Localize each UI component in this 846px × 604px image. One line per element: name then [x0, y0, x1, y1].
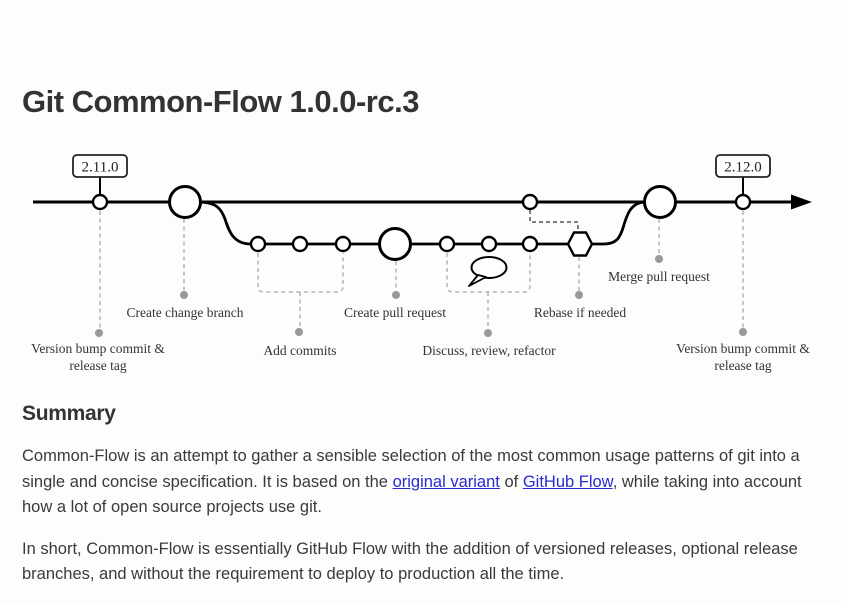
commit-node-branch-6	[521, 235, 539, 253]
dot	[95, 329, 103, 337]
commit-node-branch-4	[438, 235, 456, 253]
dashed-rebase-pointer	[529, 210, 579, 230]
dot	[739, 328, 747, 336]
speech-bubble-icon	[468, 256, 508, 287]
tag-label-right: 2.12.0	[724, 160, 762, 176]
summary-heading: Summary	[22, 402, 116, 425]
dot	[392, 291, 400, 299]
label-version-bump-left-1: Version bump commit &	[31, 341, 165, 356]
dot	[484, 329, 492, 337]
paragraph: Common-Flow is an attempt to gather a se…	[22, 444, 826, 521]
pull-request-node	[378, 227, 412, 261]
commit-node-branch-5	[480, 235, 498, 253]
rebase-hexagon-node	[566, 231, 594, 257]
dashed-connectors	[99, 211, 744, 330]
commit-node-version-bump-left	[91, 193, 109, 211]
paragraph-text: In short, Common-Flow is essentially Git…	[22, 539, 798, 584]
label-merge-pull-request: Merge pull request	[608, 269, 710, 284]
tag-box	[72, 154, 128, 178]
label-version-bump-right-2: release tag	[714, 358, 772, 373]
paragraph-text: , while taking into account how a lot of…	[22, 472, 802, 517]
tag-box	[715, 154, 771, 178]
change-branch-merge-line	[591, 200, 658, 246]
label-version-bump-left-2: release tag	[69, 358, 127, 373]
commit-node-branch-3	[334, 235, 352, 253]
dot	[295, 328, 303, 336]
label-version-bump-right-1: Version bump commit &	[676, 341, 810, 356]
paragraph: In short, Common-Flow is essentially Git…	[22, 537, 826, 588]
connector-dots	[95, 255, 747, 337]
commit-node-master-mid	[521, 193, 539, 211]
summary-paragraphs: Common-Flow is an attempt to gather a se…	[22, 444, 826, 604]
label-add-commits: Add commits	[263, 343, 336, 358]
label-create-pull-request: Create pull request	[344, 305, 446, 320]
commit-node-branch-2	[291, 235, 309, 253]
commit-node-version-bump-right	[734, 193, 752, 211]
paragraph-text: of	[499, 472, 523, 491]
paragraph-text: Common-Flow is an attempt to gather a se…	[22, 447, 800, 491]
dot	[180, 291, 188, 299]
link-original-variant[interactable]: original variant	[392, 472, 500, 491]
link-github-flow[interactable]: GitHub Flow	[522, 472, 613, 491]
label-discuss-review-refactor: Discuss, review, refactor	[422, 343, 556, 358]
label-rebase-if-needed: Rebase if needed	[534, 305, 626, 320]
dashed-bracket-add-commits	[257, 253, 344, 293]
merge-commit-node	[643, 185, 677, 219]
change-branch-line	[196, 200, 568, 246]
arrow-head-icon	[791, 194, 812, 210]
page-title: Git Common-Flow 1.0.0-rc.3	[22, 84, 419, 119]
release-tag-right: 2.12.0	[715, 154, 771, 178]
commit-node-branch-1	[249, 235, 267, 253]
branch-point-node	[168, 185, 202, 219]
dot	[575, 291, 583, 299]
dot	[655, 255, 663, 263]
tag-label-left: 2.11.0	[82, 160, 119, 176]
git-flow-diagram: 2.11.0 2.12.0 Create change branch Versi…	[31, 154, 812, 373]
release-tag-left: 2.11.0	[72, 154, 128, 178]
label-create-change-branch: Create change branch	[127, 305, 244, 320]
